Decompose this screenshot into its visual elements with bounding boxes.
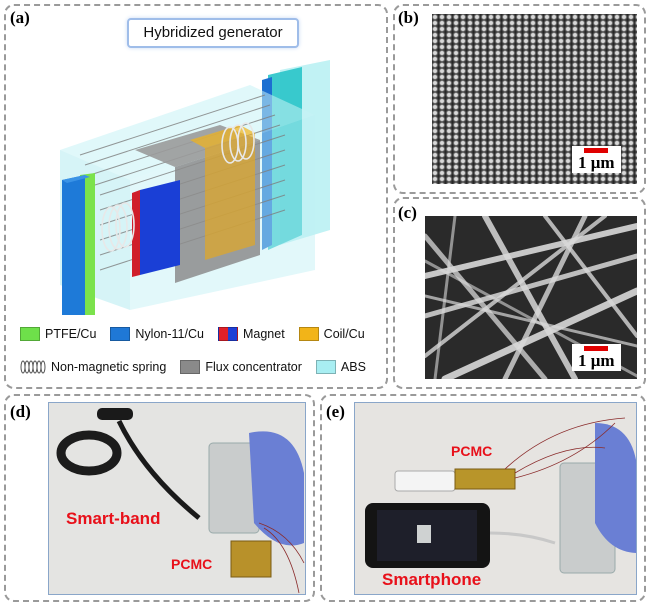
blue-swatch-icon [110, 327, 131, 341]
panel-d [4, 394, 315, 602]
legend-item-abs: ABS [315, 360, 366, 374]
hybridized-generator-illustration [60, 60, 330, 315]
panel-a-label: (a) [10, 8, 30, 27]
photo-smart-band-demo [48, 402, 306, 595]
scale-bar-c: 1 μm [572, 344, 621, 371]
panel-a [4, 4, 388, 389]
legend-item-ptfe: PTFE/Cu [20, 327, 96, 341]
sem-image-nanofibers [425, 216, 637, 379]
panel-a-title: Hybridized generator [127, 18, 299, 48]
legend-item-spring: Non-magnetic spring [20, 360, 166, 374]
smartphone-scene [365, 417, 636, 574]
scale-bar-line [584, 148, 609, 153]
legend-row-1: PTFE/Cu Nylon-11/Cu Magnet Coil/Cu [20, 327, 379, 341]
legend-item-nylon: Nylon-11/Cu [110, 327, 204, 341]
panel-d-label: (d) [10, 402, 31, 421]
legend-row-2: Non-magnetic spring Flux concentrator AB… [20, 360, 380, 374]
legend-label: PTFE/Cu [45, 327, 97, 341]
scale-bar-text: 1 μm [578, 153, 615, 172]
panel-b [393, 4, 646, 194]
legend-label: Flux concentrator [205, 360, 302, 374]
nanofiber-texture [425, 216, 637, 379]
cyan-swatch-icon [315, 360, 336, 374]
scale-bar-line [584, 346, 609, 351]
smart-band-label: Smart-band [66, 509, 161, 528]
legend-item-magnet: Magnet [217, 327, 285, 341]
legend-label: Non-magnetic spring [51, 360, 167, 374]
photo-smartphone-demo [354, 402, 637, 595]
panel-e [320, 394, 646, 602]
smartphone-label: Smartphone [382, 570, 482, 589]
orange-swatch-icon [298, 327, 319, 341]
grey-swatch-icon [180, 360, 201, 374]
legend-item-flux: Flux concentrator [180, 360, 302, 374]
red-blue-swatch-icon [217, 327, 238, 341]
panel-e-label: (e) [326, 402, 345, 421]
legend-label: Magnet [242, 327, 285, 341]
legend-item-coil: Coil/Cu [298, 327, 365, 341]
legend-label: ABS [340, 360, 366, 374]
pcmc-label-e: PCMC [451, 443, 493, 459]
panel-b-label: (b) [398, 8, 419, 27]
panel-c-label: (c) [398, 203, 417, 222]
spring-icon [20, 360, 46, 374]
smart-band-scene [56, 408, 305, 594]
panel-c [393, 197, 646, 389]
scale-bar-b: 1 μm [572, 146, 621, 173]
legend-label: Nylon-11/Cu [135, 327, 204, 341]
pcmc-label-d: PCMC [171, 556, 213, 572]
scale-bar-text: 1 μm [578, 351, 615, 370]
legend-label: Coil/Cu [323, 327, 365, 341]
green-swatch-icon [20, 327, 40, 341]
